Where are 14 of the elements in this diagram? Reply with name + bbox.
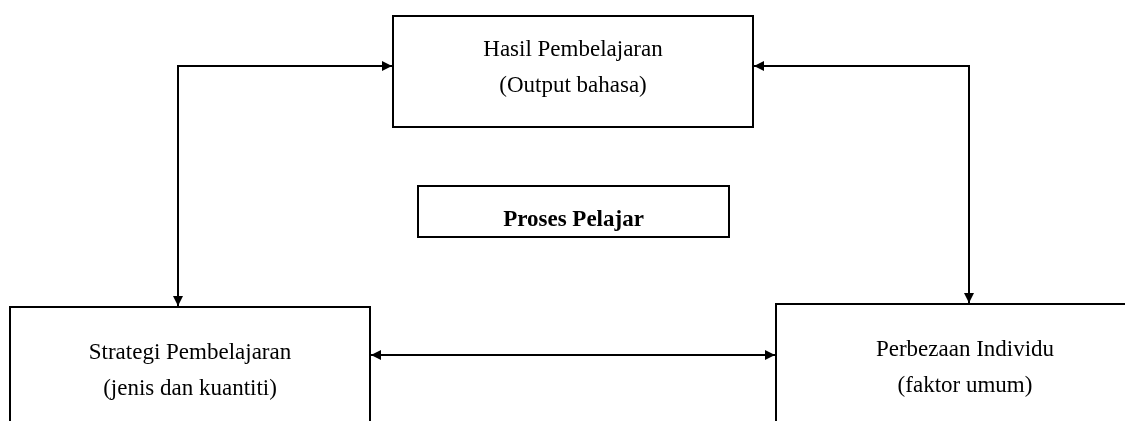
box-text: Hasil Pembelajaran <box>483 35 663 63</box>
box-text: Perbezaan Individu <box>875 335 1055 363</box>
arrow <box>173 61 393 307</box>
box-text: (Output bahasa) <box>499 71 647 99</box>
process-box <box>9 306 371 421</box>
arrow <box>370 350 776 360</box>
box-text: (faktor umum) <box>897 371 1033 399</box>
box-text: Proses Pelajar <box>503 205 644 233</box>
process-box <box>417 185 730 238</box>
box-text: (jenis dan kuantiti) <box>103 374 277 402</box>
process-box <box>392 15 754 128</box>
arrow <box>753 61 974 304</box>
box-text: Strategi Pembelajaran <box>88 338 292 366</box>
process-box <box>775 303 1125 421</box>
